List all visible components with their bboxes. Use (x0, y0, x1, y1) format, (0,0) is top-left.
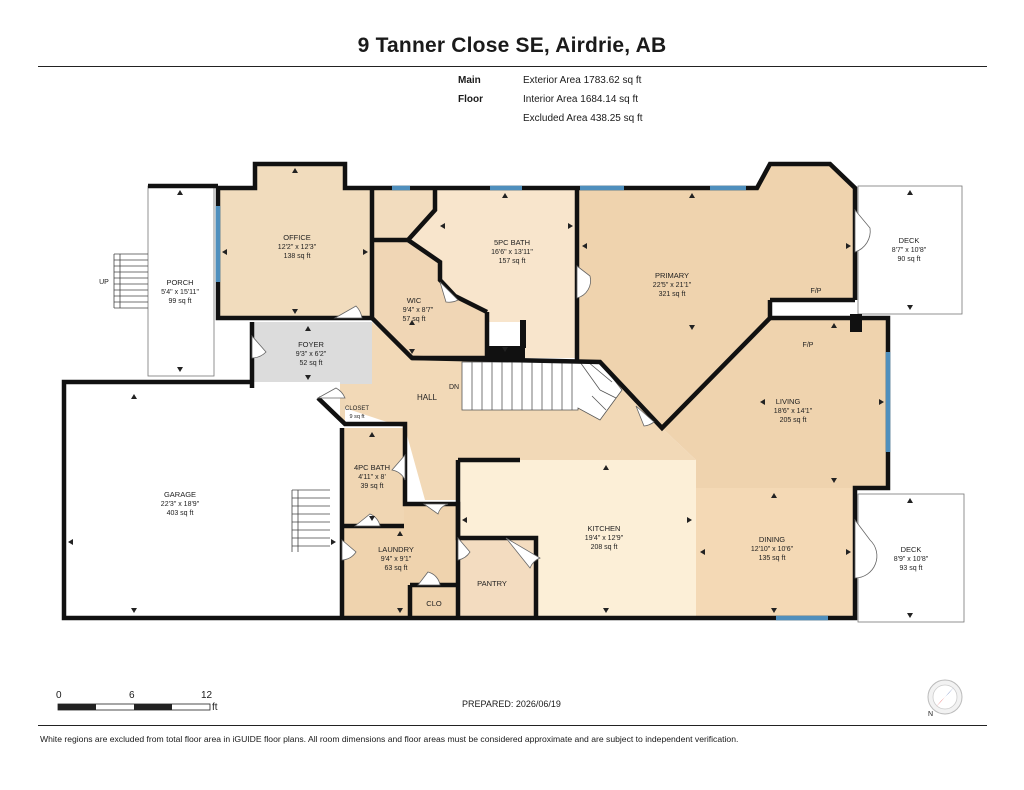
porch-area (147, 185, 215, 377)
porch-stairs (113, 253, 148, 309)
foyer-dims: 9'3" x 6'2" (296, 351, 327, 358)
pantry-name: PANTRY (477, 579, 507, 588)
windows (215, 185, 891, 621)
closet-area-label: 9 sq ft (350, 414, 365, 420)
garage-stairs (291, 489, 330, 552)
laundry-dims: 9'4" x 9'1" (381, 556, 412, 563)
dining-name: DINING (759, 535, 785, 544)
room-fills (64, 164, 965, 623)
primary-dims: 22'5" x 21'1" (653, 282, 692, 289)
living-area-label: 205 sq ft (780, 417, 807, 424)
clo-name: CLO (426, 599, 442, 608)
fp-primary-marker: F/P (811, 288, 822, 295)
deck-bottom-dims: 8'9" x 10'8" (894, 556, 929, 563)
room-labels: OFFICE 12'2" x 12'3" 138 sq ft PORCH 5'4… (99, 233, 929, 608)
garage-name: GARAGE (164, 490, 196, 499)
main-stairs (461, 361, 623, 421)
dimension-arrows (68, 168, 913, 618)
pantry-area (458, 538, 536, 618)
dining-area (696, 488, 855, 618)
wic-area (372, 240, 487, 358)
living-name: LIVING (776, 397, 801, 406)
porch-area-label: 99 sq ft (169, 298, 192, 305)
garage-dims: 22'3" x 18'9" (161, 501, 200, 508)
fireplace-blocks (487, 314, 862, 360)
wic-name: WIC (407, 296, 422, 305)
porch-name: PORCH (166, 278, 193, 287)
prepared-date: PREPARED: 2026/06/19 (462, 699, 561, 709)
bath5-name: 5PC BATH (494, 238, 530, 247)
floor-name: Main Floor (458, 75, 483, 105)
doors (251, 208, 878, 586)
excluded-area: Excluded Area 438.25 sq ft (523, 113, 643, 124)
laundry-name: LAUNDRY (378, 545, 414, 554)
dining-dims: 12'10" x 10'6" (751, 546, 794, 553)
dn-marker: DN (449, 384, 459, 391)
kitchen-area-label: 208 sq ft (591, 544, 618, 551)
bath5-dims: 16'6" x 13'11" (491, 249, 533, 256)
deck-bottom-name: DECK (901, 545, 922, 554)
deck-top-name: DECK (899, 236, 920, 245)
laundry-area (342, 504, 458, 618)
foyer-area (252, 322, 372, 398)
foyer-name: FOYER (298, 340, 324, 349)
kitchen-name: KITCHEN (588, 524, 621, 533)
scale-six: 6 (129, 690, 135, 701)
deck-top-area-label: 90 sq ft (898, 256, 921, 263)
up-marker: UP (99, 279, 109, 286)
deck-top-area (857, 185, 963, 315)
compass-north-label: N (928, 711, 934, 718)
bottom-divider (38, 725, 987, 726)
bath4-name: 4PC BATH (354, 463, 390, 472)
living-area (662, 318, 888, 488)
bath4-dims: 4'11" x 8' (358, 474, 386, 481)
exterior-area: Exterior Area 1783.62 sq ft (523, 75, 642, 86)
office-name: OFFICE (283, 233, 311, 242)
laundry-area-label: 63 sq ft (385, 565, 408, 572)
living-dims: 18'6" x 14'1" (774, 408, 813, 415)
bath4-area-label: 39 sq ft (361, 483, 384, 490)
dining-area-label: 135 sq ft (759, 555, 786, 562)
porch-dims: 5'4" x 15'11" (161, 289, 199, 296)
deck-bottom-area-label: 93 sq ft (900, 565, 923, 572)
scale-twelve: 12 (201, 690, 213, 701)
hall-name: HALL (417, 393, 438, 402)
foyer-area-label: 52 sq ft (300, 360, 323, 367)
bath5-area-label: 157 sq ft (499, 258, 526, 265)
top-divider (38, 66, 987, 67)
garage-area-label: 403 sq ft (167, 510, 194, 517)
scale-zero: 0 (56, 690, 62, 701)
fp-living-marker: F/P (803, 342, 814, 349)
compass-icon (927, 679, 963, 715)
scale-bar (57, 703, 211, 711)
deck-top-dims: 8'7" x 10'8" (892, 247, 927, 254)
office-area-label: 138 sq ft (284, 253, 311, 260)
primary-area (577, 164, 855, 428)
bath5-area (410, 188, 577, 358)
closet-name: CLOSET (345, 406, 369, 412)
office-dims: 12'2" x 12'3" (278, 244, 317, 251)
interior-area: Interior Area 1684.14 sq ft (523, 94, 639, 105)
office-area (218, 164, 372, 318)
garage-area (64, 382, 340, 618)
kitchen-area (458, 460, 696, 618)
scale-unit: ft (212, 702, 218, 713)
primary-area-label: 321 sq ft (659, 291, 686, 298)
primary-name: PRIMARY (655, 271, 689, 280)
plan-title: 9 Tanner Close SE, Airdrie, AB (357, 34, 667, 57)
bath4-area (342, 428, 404, 526)
footer-disclaimer: White regions are excluded from total fl… (40, 734, 739, 744)
kitchen-dims: 19'4" x 12'9" (585, 535, 624, 542)
wic-dims: 9'4" x 8'7" (403, 307, 434, 314)
wic-area-label: 57 sq ft (403, 316, 426, 323)
